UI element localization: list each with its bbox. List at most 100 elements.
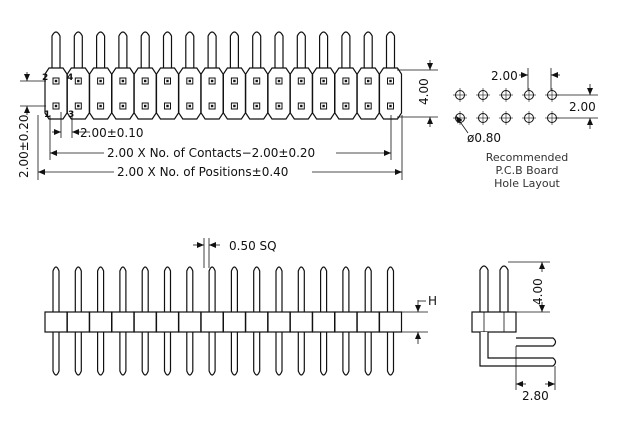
front-housing: [133, 311, 157, 333]
front-pin-lower: [52, 332, 60, 376]
front-pin-lower: [297, 332, 305, 376]
top-pin: [118, 31, 128, 70]
front-housing: [200, 311, 224, 333]
front-pin-lower: [163, 332, 172, 376]
front-pin-upper: [163, 266, 172, 312]
front-pin-lower: [230, 332, 238, 376]
front-pin-upper: [186, 266, 194, 312]
row-pitch-dimension: [20, 72, 46, 115]
top-view-contact-group: [52, 77, 394, 110]
front-pin-lower: [253, 332, 261, 376]
front-pin-upper: [230, 266, 238, 312]
pitch-dimension-label: 2.00±0.10: [80, 126, 144, 140]
pin-number-2: 2: [42, 73, 48, 83]
top-contact-core: [77, 104, 80, 108]
pin-number-4: 4: [67, 73, 73, 83]
front-pin-upper: [253, 266, 261, 312]
front-pin-lower: [208, 332, 216, 376]
top-housing: [44, 67, 68, 120]
side-pin-rear: [499, 265, 509, 312]
front-housing: [66, 311, 90, 333]
positions-span-label: 2.00 X No. of Positions±0.40: [117, 165, 288, 179]
front-pin-lower: [275, 332, 283, 376]
front-housing: [111, 311, 135, 333]
front-pin-upper: [52, 266, 60, 312]
front-pin-lower: [97, 332, 105, 376]
top-contact-core: [255, 79, 258, 83]
top-housing: [133, 67, 157, 120]
positions-span-dimension: [37, 115, 403, 180]
top-housing: [89, 67, 113, 120]
front-housing: [245, 311, 269, 333]
height-dimension-label: H: [428, 294, 437, 308]
top-contact-core: [188, 79, 191, 83]
tail-length-label: 4.00: [531, 278, 545, 305]
top-contact-core: [144, 79, 147, 83]
front-pin-upper: [364, 266, 372, 312]
height-dimension: [402, 300, 428, 344]
pin-number-1: 1: [44, 110, 50, 120]
top-pin: [96, 31, 106, 70]
pcb-caption-line-1: Recommended: [486, 151, 569, 164]
front-pin-lower: [186, 332, 194, 376]
hole-diameter-label: ø0.80: [467, 131, 501, 145]
front-pin-upper: [342, 266, 350, 312]
pitch-dimension: [52, 112, 90, 138]
front-pin-upper: [97, 266, 105, 312]
housing-height-label: 4.00: [417, 78, 431, 105]
top-contact-core: [121, 79, 125, 83]
hole-leader: [455, 115, 469, 134]
front-pin-lower: [342, 332, 350, 376]
top-pin: [207, 31, 217, 70]
front-view-pin-group: [52, 266, 395, 376]
top-housing: [66, 67, 90, 120]
top-contact-core: [54, 79, 58, 83]
top-contact-core: [99, 104, 102, 108]
top-housing: [111, 67, 135, 120]
square-dimension-label: 0.50 SQ: [229, 239, 277, 253]
front-housing: [289, 311, 313, 333]
top-pin: [162, 31, 173, 70]
top-contact-core: [344, 104, 348, 108]
top-pin: [319, 31, 329, 70]
top-housing: [200, 67, 224, 120]
top-housing: [155, 67, 180, 120]
top-contact-core: [166, 79, 169, 83]
pin-number-3: 3: [68, 110, 74, 120]
top-contact-core: [322, 104, 325, 108]
front-pin-lower: [119, 332, 127, 376]
top-contact-core: [210, 79, 214, 83]
pcb-x-dimension: [519, 68, 560, 90]
front-view-housing-group: [44, 311, 403, 333]
front-housing: [178, 311, 202, 333]
pcb-y-dimension-label: 2.00: [569, 100, 596, 114]
top-contact-core: [367, 79, 370, 83]
contacts-span-label: 2.00 X No. of Contacts−2.00±0.20: [107, 146, 315, 160]
top-contact-core: [210, 104, 214, 108]
pcb-x-dimension-label: 2.00: [491, 69, 518, 83]
pcb-caption-line-2: P.C.B Board: [496, 164, 559, 177]
top-contact-core: [54, 104, 58, 108]
top-pin: [341, 31, 351, 70]
top-pin: [73, 31, 83, 70]
top-housing: [245, 67, 269, 120]
housing-height-dimension: [397, 60, 438, 127]
top-housing: [222, 67, 246, 120]
front-housing: [378, 311, 403, 333]
top-housing: [356, 67, 380, 120]
side-pin-front: [479, 265, 489, 312]
top-pin: [140, 31, 150, 70]
front-housing: [44, 311, 68, 333]
front-housing: [155, 311, 180, 333]
top-view: 2 4 1 3 2.00±0.10 2.00 X No. of Contacts…: [17, 31, 438, 180]
front-housing: [267, 311, 291, 333]
row-pitch-label: 2.00±0.20: [17, 115, 31, 179]
side-housing: [471, 311, 517, 333]
top-contact-core: [277, 104, 281, 108]
top-contact-core: [277, 79, 281, 83]
top-housing: [378, 67, 403, 120]
top-housing: [178, 67, 202, 120]
top-pin: [274, 31, 284, 70]
pcb-y-dimension: [555, 84, 598, 129]
top-housing: [334, 67, 358, 120]
